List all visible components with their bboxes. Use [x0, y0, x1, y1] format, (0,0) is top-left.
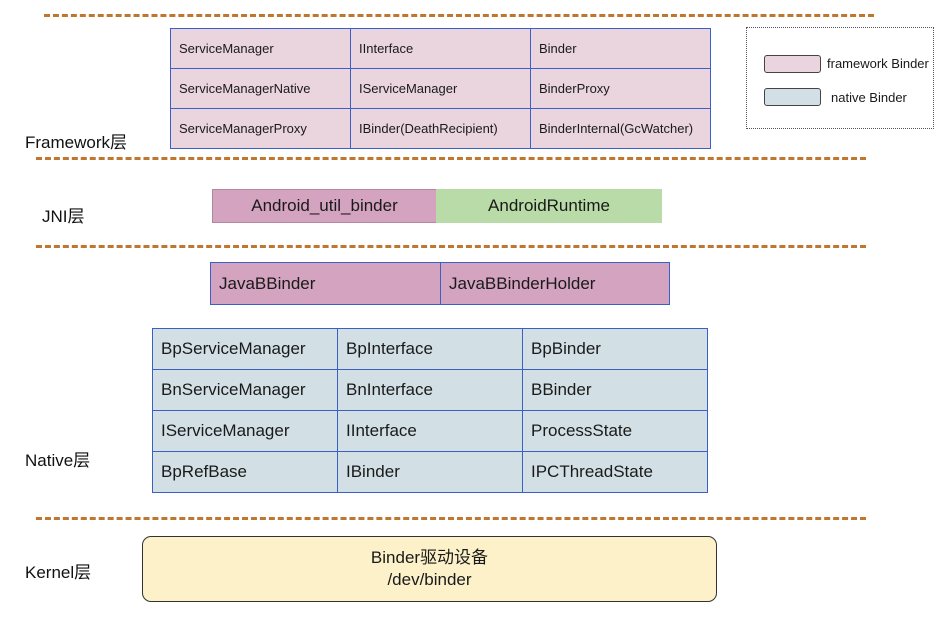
- native-layer-label: Native层: [25, 451, 91, 470]
- table-cell: IServiceManager: [152, 410, 338, 452]
- table-cell: IServiceManager: [350, 68, 531, 109]
- table-cell: IBinder: [337, 451, 523, 493]
- table-cell: ServiceManagerProxy: [170, 108, 351, 149]
- table-cell: BnInterface: [337, 369, 523, 411]
- table-cell: BinderInternal(GcWatcher): [530, 108, 711, 149]
- table-row: ServiceManager IInterface Binder: [170, 28, 711, 69]
- table-cell: BpServiceManager: [152, 328, 338, 370]
- separator-native-kernel: [36, 517, 866, 520]
- table-cell: BnServiceManager: [152, 369, 338, 411]
- native-class-table: BpServiceManager BpInterface BpBinder Bn…: [152, 328, 708, 493]
- javabbinder-cell: JavaBBinder: [210, 262, 441, 305]
- binder-driver-box: Binder驱动设备 /dev/binder: [142, 536, 717, 602]
- separator-top: [44, 14, 874, 17]
- binder-device-path: /dev/binder: [387, 570, 472, 589]
- framework-layer-label: Framework层: [25, 133, 128, 152]
- table-cell: ProcessState: [522, 410, 708, 452]
- framework-binder-legend-label: framework Binder: [827, 56, 929, 71]
- binder-driver-title: Binder驱动设备: [370, 548, 489, 567]
- table-cell: IInterface: [337, 410, 523, 452]
- separator-jni-native: [36, 245, 866, 248]
- table-row: ServiceManagerProxy IBinder(DeathRecipie…: [170, 108, 711, 149]
- table-cell: Binder: [530, 28, 711, 69]
- table-cell: BBinder: [522, 369, 708, 411]
- table-row: IServiceManager IInterface ProcessState: [152, 410, 708, 452]
- table-cell: BpInterface: [337, 328, 523, 370]
- table-cell: IPCThreadState: [522, 451, 708, 493]
- javabbinder-table: JavaBBinder JavaBBinderHolder: [210, 262, 670, 305]
- native-binder-swatch: [764, 88, 821, 106]
- table-cell: ServiceManager: [170, 28, 351, 69]
- legend: framework Binder native Binder: [746, 27, 934, 129]
- framework-binder-swatch: [764, 55, 821, 73]
- table-cell: IInterface: [350, 28, 531, 69]
- framework-class-table: ServiceManager IInterface Binder Service…: [170, 28, 711, 149]
- table-row: ServiceManagerNative IServiceManager Bin…: [170, 68, 711, 109]
- javabbinderholder-cell: JavaBBinderHolder: [440, 262, 670, 305]
- table-cell: ServiceManagerNative: [170, 68, 351, 109]
- table-cell: IBinder(DeathRecipient): [350, 108, 531, 149]
- table-row: BpServiceManager BpInterface BpBinder: [152, 328, 708, 370]
- android-runtime-box: AndroidRuntime: [436, 189, 662, 223]
- table-cell: BpRefBase: [152, 451, 338, 493]
- kernel-layer-label: Kernel层: [25, 563, 92, 582]
- table-cell: BinderProxy: [530, 68, 711, 109]
- table-row: BnServiceManager BnInterface BBinder: [152, 369, 708, 411]
- table-row: JavaBBinder JavaBBinderHolder: [210, 262, 670, 305]
- table-cell: BpBinder: [522, 328, 708, 370]
- separator-framework-jni: [36, 157, 866, 160]
- jni-layer-label: JNI层: [42, 207, 85, 226]
- table-row: BpRefBase IBinder IPCThreadState: [152, 451, 708, 493]
- android-util-binder-box: Android_util_binder: [212, 189, 437, 223]
- native-binder-legend-label: native Binder: [831, 90, 907, 105]
